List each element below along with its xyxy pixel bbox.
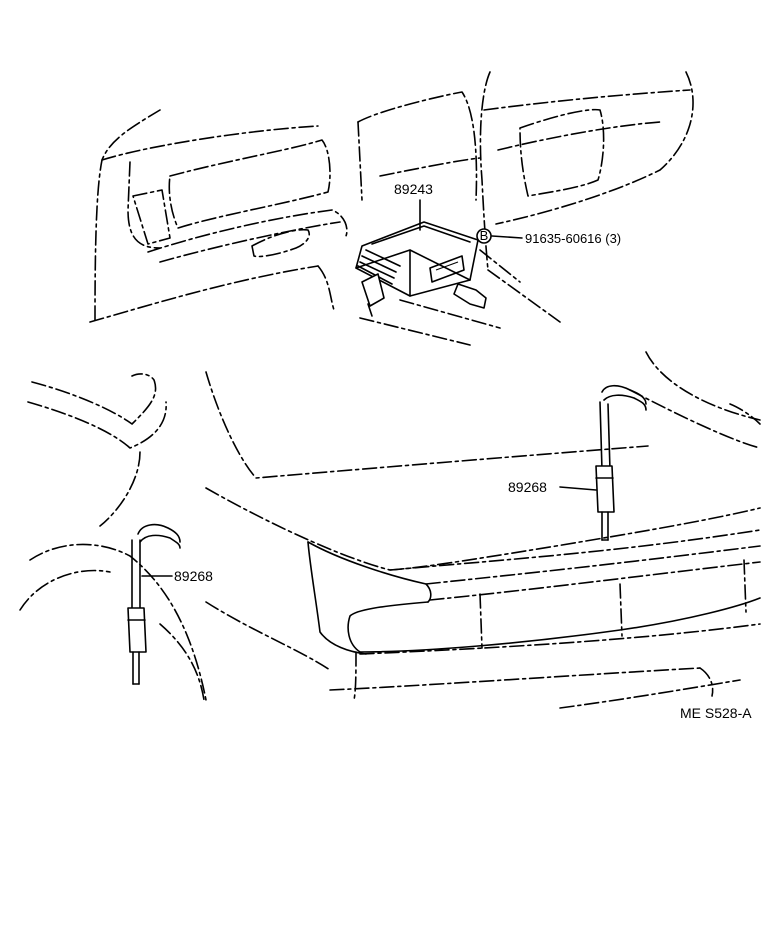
- label-sensor-left: 89268: [174, 568, 213, 584]
- label-computer: 89243: [394, 181, 433, 197]
- interior-view: 89243 B 91635-60616 (3): [89, 71, 694, 346]
- label-sensor-right: 89268: [508, 479, 547, 495]
- front-airbag-sensor-right: [595, 384, 647, 541]
- airbag-sensor-computer: [355, 221, 487, 317]
- figure-code: ME S528-A: [680, 705, 752, 721]
- leader-bolt: [491, 235, 523, 239]
- bolt-marker-letter: B: [480, 228, 489, 243]
- front-view: 89268 89268: [19, 351, 761, 709]
- leader-sensor-right: [559, 486, 597, 491]
- bolt-marker: B: [476, 228, 492, 244]
- front-airbag-sensor-left: [127, 523, 181, 685]
- label-bolt: 91635-60616 (3): [525, 231, 621, 246]
